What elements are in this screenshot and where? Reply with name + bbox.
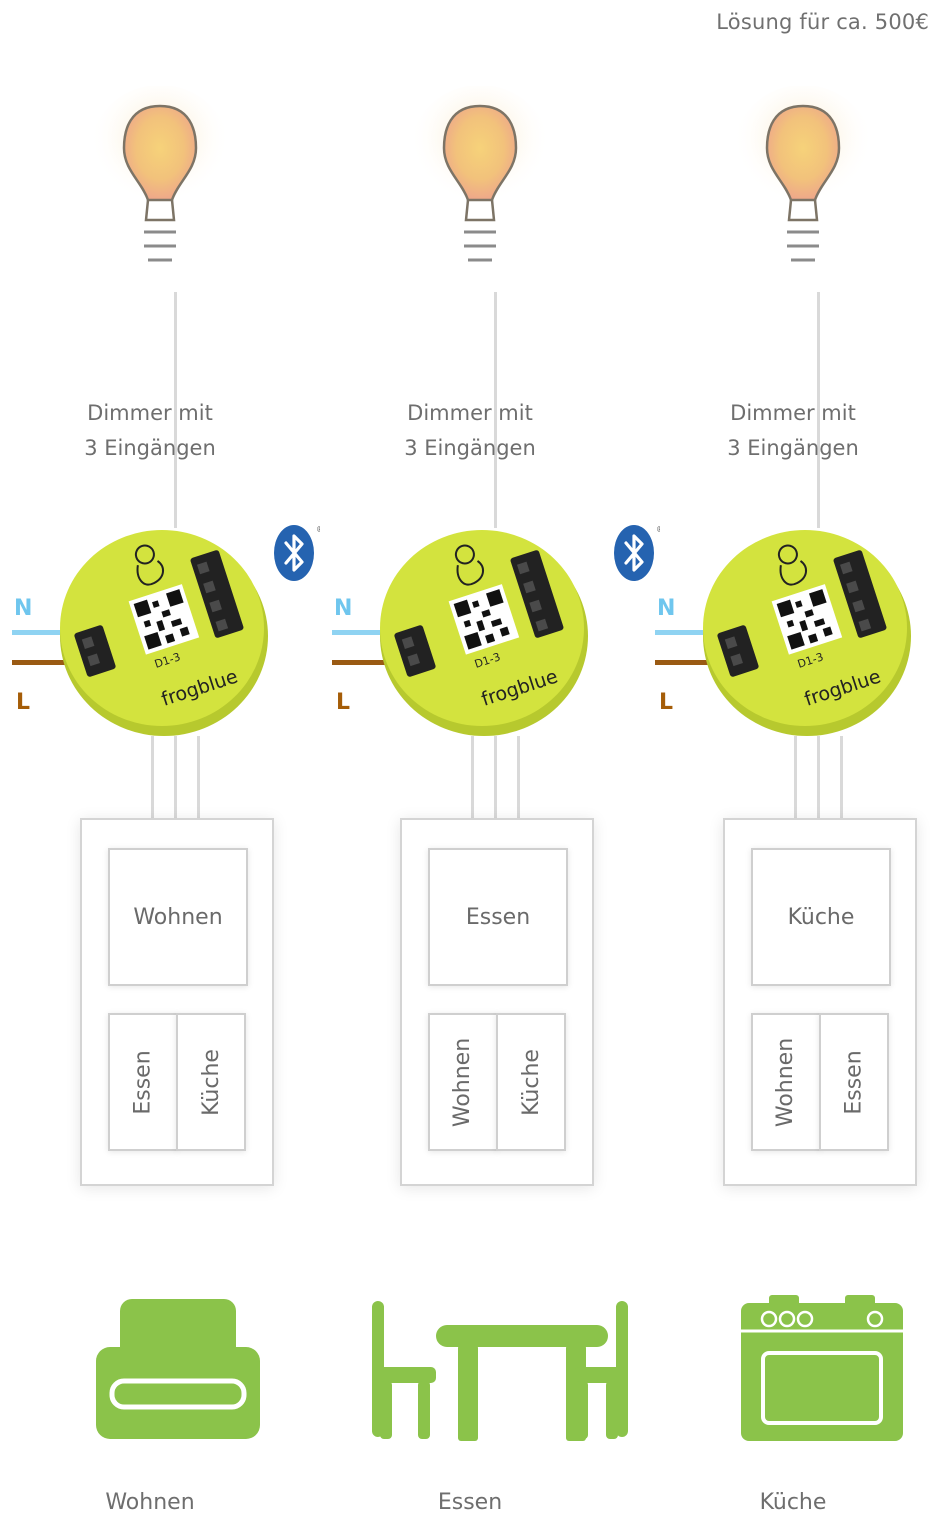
switch-rocker-left[interactable]: Essen [108,1013,178,1151]
switch-rocker-main-label: Küche [788,905,855,930]
registered-mark: ® [656,525,660,534]
wire-module-to-switch [817,736,820,820]
diagram-column: Dimmer mit 3 Eingängen N L [320,0,620,1530]
dimmer-label-line: 3 Eingängen [643,431,941,466]
dimmer-label: Dimmer mit 3 Eingängen [643,396,941,466]
wire-module-to-switch [517,736,520,820]
wire-module-to-switch [174,736,177,820]
armchair-icon [96,1295,260,1445]
live-wire-label: L [336,690,350,715]
dimmer-label-line: Dimmer mit [0,396,300,431]
diagram-column: Dimmer mit 3 Eingängen N L [0,0,300,1530]
dimmer-label-line: Dimmer mit [320,396,620,431]
room-label: Essen [320,1490,620,1515]
dimmer-module: D1-3 frogblue [52,520,272,742]
switch-rocker-main-label: Essen [466,905,530,930]
dimmer-label-line: 3 Eingängen [320,431,620,466]
wire-module-to-switch [794,736,797,820]
wire-module-to-switch [494,736,497,820]
switch-rocker-right-label: Küche [519,1049,544,1116]
neutral-wire-label: N [334,596,352,621]
wire-module-to-switch [151,736,154,820]
switch-rocker-main[interactable]: Küche [751,848,891,986]
dimmer-label-line: 3 Eingängen [0,431,300,466]
stove-icon [741,1295,905,1445]
diagram-column: Dimmer mit 3 Eingängen N L [643,0,941,1530]
live-wire-label: L [16,690,30,715]
switch-rocker-left-label: Wohnen [451,1037,476,1126]
switch-rocker-right-label: Küche [199,1049,224,1116]
switch-rocker-right-label: Essen [842,1050,867,1114]
bluetooth-icon: ® [272,522,320,584]
switch-rocker-left-label: Essen [131,1050,156,1114]
switch-rocker-right[interactable]: Essen [819,1013,889,1151]
switch-rocker-main[interactable]: Wohnen [108,848,248,986]
light-bulb-icon [733,86,873,296]
switch-rocker-main[interactable]: Essen [428,848,568,986]
wall-switch: Wohnen Essen Küche [80,818,274,1186]
registered-mark: ® [316,525,320,534]
switch-rocker-left[interactable]: Wohnen [751,1013,821,1151]
wall-switch: Essen Wohnen Küche [400,818,594,1186]
switch-rocker-left-label: Wohnen [774,1037,799,1126]
neutral-wire-label: N [657,596,675,621]
dimmer-module: D1-3 frogblue [372,520,592,742]
switch-rocker-main-label: Wohnen [133,905,222,930]
switch-rocker-right[interactable]: Küche [176,1013,246,1151]
dimmer-module: D1-3 frogblue [695,520,915,742]
wire-module-to-switch [471,736,474,820]
dimmer-label-line: Dimmer mit [643,396,941,431]
switch-rocker-left[interactable]: Wohnen [428,1013,498,1151]
dimmer-label: Dimmer mit 3 Eingängen [0,396,300,466]
dining-table-icon [350,1295,650,1445]
light-bulb-icon [90,86,230,296]
light-bulb-icon [410,86,550,296]
switch-rocker-right[interactable]: Küche [496,1013,566,1151]
neutral-wire-label: N [14,596,32,621]
wall-switch: Küche Wohnen Essen [723,818,917,1186]
wire-module-to-switch [197,736,200,820]
room-label: Küche [643,1490,941,1515]
bluetooth-icon: ® [612,522,660,584]
wire-module-to-switch [840,736,843,820]
dimmer-label: Dimmer mit 3 Eingängen [320,396,620,466]
live-wire-label: L [659,690,673,715]
room-label: Wohnen [0,1490,300,1515]
